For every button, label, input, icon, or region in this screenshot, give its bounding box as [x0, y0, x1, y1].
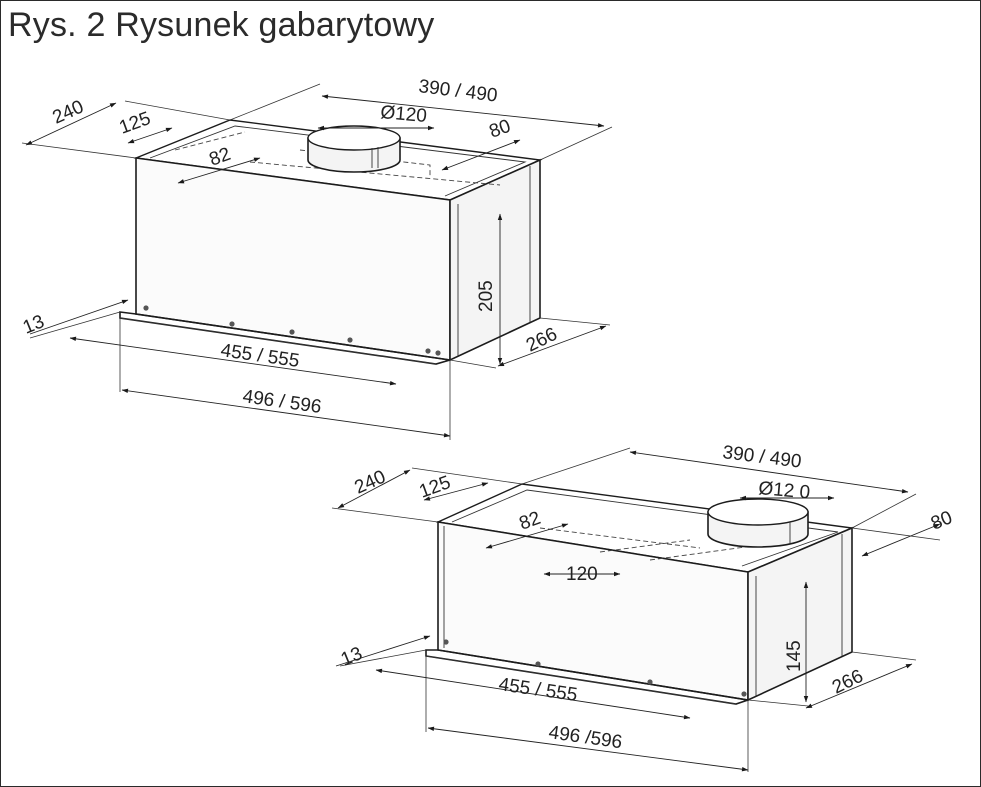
lower-hood-view: 240 125 82 120 390 / 490 Ø12 0 80 145 13… — [331, 442, 955, 772]
lower-dim-side-depth: 266 — [829, 666, 867, 699]
upper-dim-offset-side: 125 — [117, 108, 154, 139]
upper-dim-cutout-len: 455 / 555 — [219, 340, 300, 372]
lower-dim-offset-side: 125 — [417, 472, 454, 503]
page-title: Rys. 2 Rysunek gabarytowy — [8, 6, 435, 44]
lower-dim-cutout-len: 455 / 555 — [497, 674, 578, 706]
upper-hood-view: 240 125 82 390 / 490 Ø120 80 205 13 266 … — [20, 76, 613, 440]
lower-dim-duct-offset: 80 — [928, 507, 955, 534]
upper-dim-cutout-width: 390 / 490 — [417, 76, 498, 107]
upper-bottom-lip — [119, 311, 451, 365]
lower-duct-collar — [707, 498, 809, 548]
lower-dim-height: 145 — [784, 640, 805, 672]
lower-dim-front-lip: 13 — [338, 643, 365, 670]
upper-dim-height: 205 — [476, 280, 497, 312]
lower-dim-duct-dia: Ø12 0 — [758, 478, 811, 503]
upper-dim-duct-offset: 80 — [487, 116, 514, 143]
upper-dim-overall-len: 496 / 596 — [241, 386, 322, 418]
upper-dim-side-depth: 266 — [523, 324, 561, 357]
upper-duct-collar — [307, 125, 401, 173]
lower-dim-cutout-width: 390 / 490 — [721, 442, 802, 473]
upper-dim-duct-dia: Ø120 — [380, 102, 428, 127]
lower-dim-depth: 240 — [351, 466, 389, 498]
lower-bottom-lip — [425, 649, 749, 705]
lower-dim-duct-pos: 120 — [566, 564, 598, 585]
upper-dim-depth: 240 — [49, 96, 87, 128]
